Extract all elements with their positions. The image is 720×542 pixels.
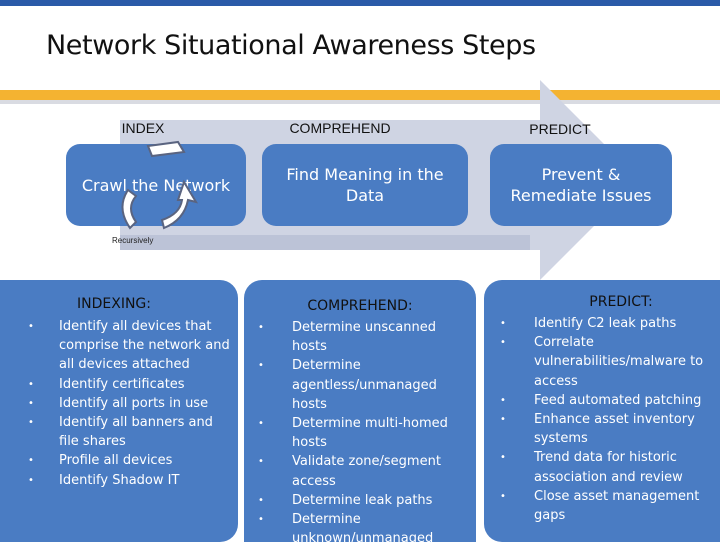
list-item: •Determine unscanned hosts: [258, 320, 436, 355]
card-comprehend: COMPREHEND: •Determine unscanned hosts •…: [244, 280, 476, 542]
list-item: •Identify Shadow IT: [28, 472, 180, 488]
list-item: •Determine leak paths: [258, 492, 433, 508]
title-underline-bar: [0, 90, 720, 100]
card-predict-title: PREDICT:: [589, 294, 653, 310]
stage-header-index: INDEX: [121, 120, 165, 136]
stage-box-find-meaning: Find Meaning in the Data: [262, 144, 468, 226]
card-predict: PREDICT: •Identify C2 leak paths •Correl…: [484, 280, 720, 542]
stage-box-prevent-label: Prevent & Remediate Issues: [510, 165, 652, 205]
list-item: •Determine unknown/unmanaged: [258, 512, 434, 542]
list-item: •Determine agentless/unmanaged hosts: [258, 358, 437, 412]
list-item: •Trend data for historic association and…: [500, 450, 683, 485]
card-predict-list: •Identify C2 leak paths •Correlate vulne…: [500, 314, 712, 525]
recursive-note: Recursively: [112, 236, 154, 245]
list-item: •Profile all devices: [28, 453, 173, 469]
list-item: •Identify C2 leak paths: [500, 316, 677, 331]
slide-title: Network Situational Awareness Steps: [46, 30, 536, 61]
stage-header-comprehend: COMPREHEND: [289, 120, 391, 136]
card-comprehend-title: COMPREHEND:: [307, 298, 413, 314]
stage-header-predict: PREDICT: [529, 121, 591, 137]
list-item: •Correlate vulnerabilities/malware to ac…: [500, 335, 704, 389]
list-item: •Determine multi-homed hosts: [258, 416, 448, 451]
list-item: •Identify certificates: [28, 376, 185, 392]
list-item: •Identify all ports in use: [28, 395, 209, 411]
stage-box-crawl-label: Crawl the Network: [81, 175, 231, 195]
cycle-arrows-icon: [121, 140, 198, 230]
card-indexing: INDEXING: •Identify all devices that com…: [0, 280, 238, 542]
list-item: •Identify all devices that comprise the …: [28, 319, 230, 373]
card-comprehend-list: •Determine unscanned hosts •Determine ag…: [258, 318, 468, 542]
list-item: •Validate zone/segment access: [258, 454, 441, 489]
list-item: •Identify all banners and file shares: [28, 415, 213, 450]
stage-box-prevent: Prevent & Remediate Issues: [490, 144, 672, 226]
stage-box-find-meaning-label: Find Meaning in the Data: [286, 165, 444, 205]
list-item: •Close asset management gaps: [500, 488, 700, 524]
list-item: •Feed automated patching: [500, 392, 702, 408]
card-indexing-title: INDEXING:: [77, 296, 151, 312]
top-accent-bar: [0, 0, 720, 6]
underline-shadow: [0, 100, 720, 104]
stage-box-crawl: Crawl the Network: [66, 144, 246, 226]
list-item: •Enhance asset inventory systems: [500, 412, 695, 447]
arrow-lower-shade: [120, 235, 530, 250]
card-indexing-list: •Identify all devices that comprise the …: [28, 317, 231, 490]
